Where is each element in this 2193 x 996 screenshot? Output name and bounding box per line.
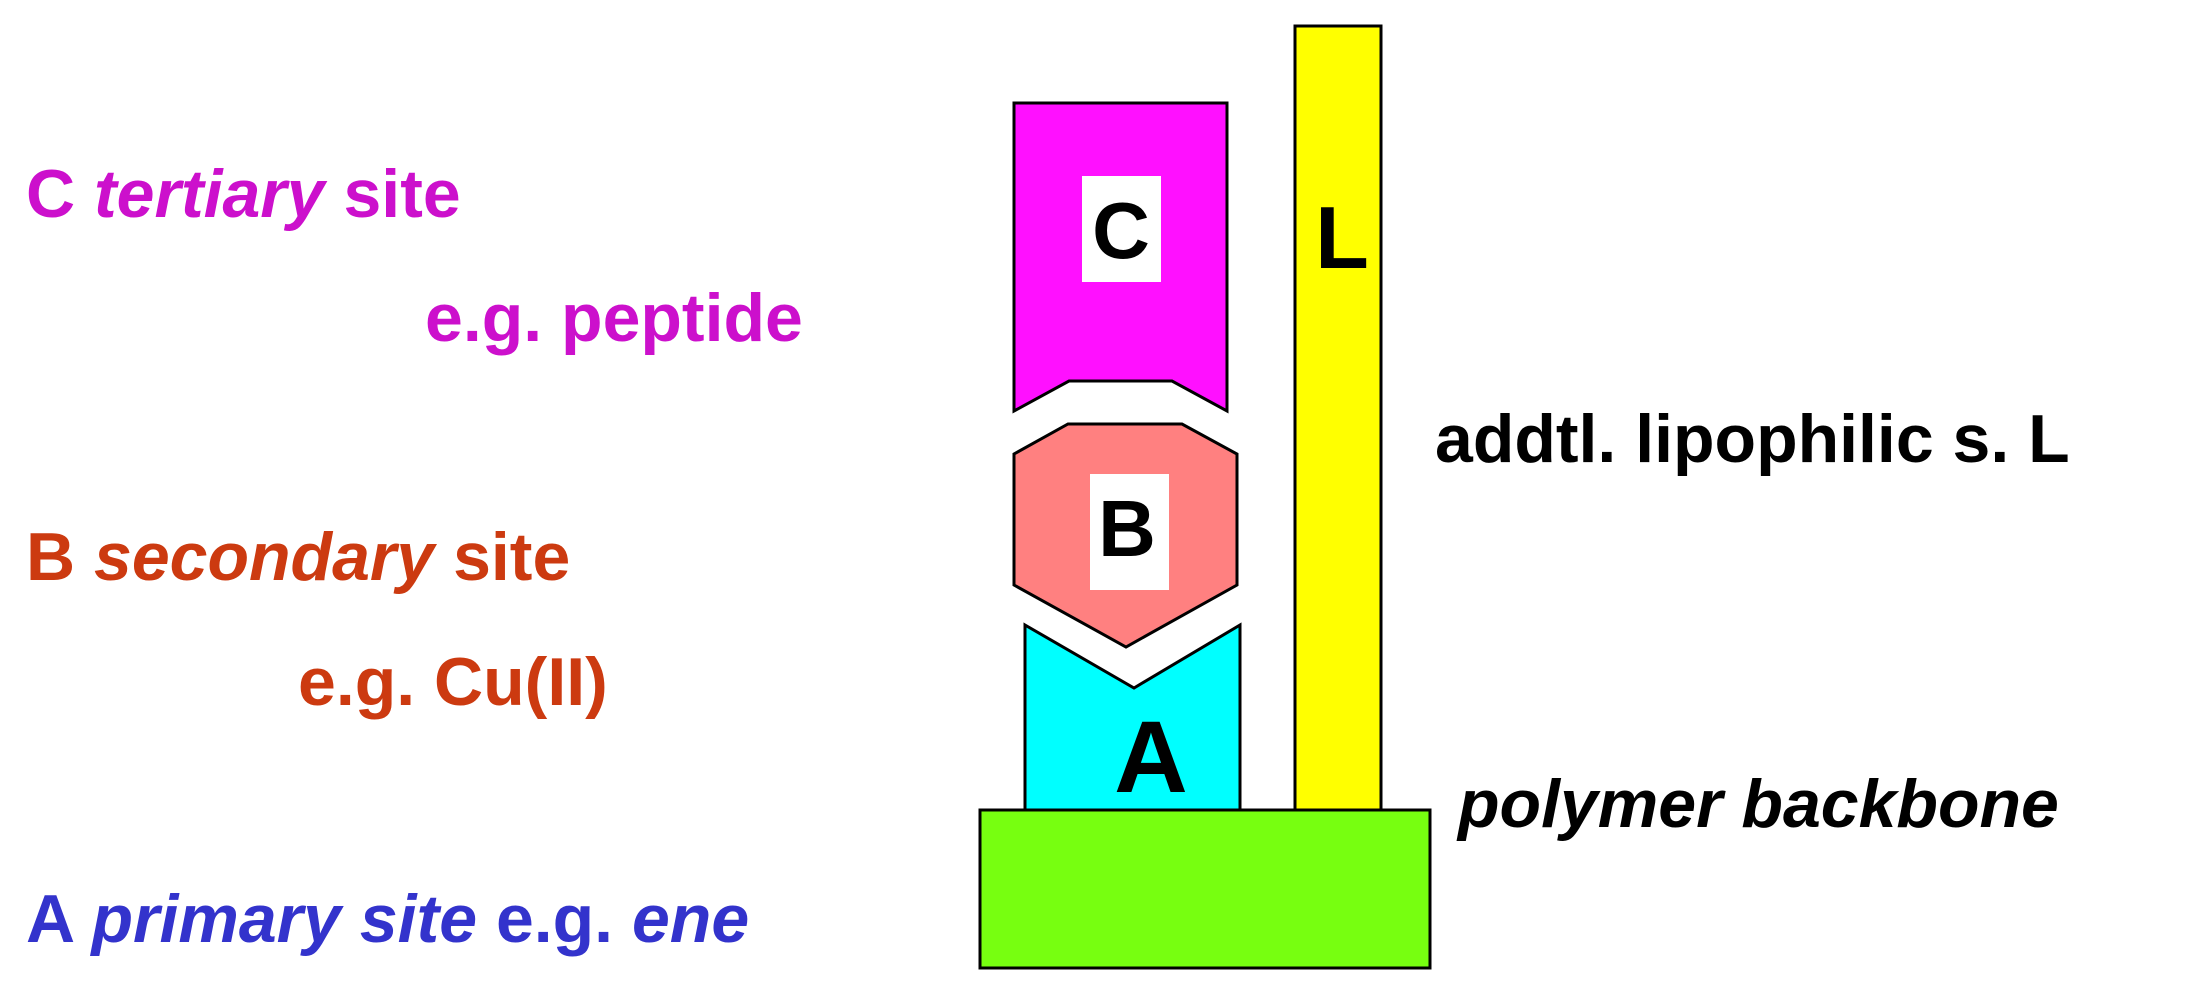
site-l-letter: L — [1315, 188, 1369, 287]
site-b-word: site — [453, 519, 571, 595]
backbone-label: polymer backbone — [1458, 770, 2059, 838]
site-a-shape — [1023, 622, 1242, 812]
lipophilic-site-label: addtl. lipophilic s. L — [1435, 401, 2070, 477]
site-c-name: tertiary — [94, 156, 325, 232]
site-c-letter: C — [26, 156, 76, 232]
polymer-backbone — [978, 808, 1432, 970]
site-b-shape-letter: B — [1098, 484, 1156, 573]
backbone-label-text: polymer backbone — [1458, 766, 2059, 842]
site-c-example: e.g. peptide — [425, 280, 803, 356]
site-a-letter: A — [26, 881, 73, 957]
site-l-bar — [1293, 24, 1383, 818]
site-a-eg: e.g. — [495, 881, 614, 957]
site-b-example: e.g. Cu(II) — [298, 644, 608, 720]
site-b-name: secondary — [94, 519, 435, 595]
site-a-title: A primary site e.g. ene — [26, 885, 749, 953]
site-c-letter-box — [1082, 176, 1161, 282]
site-c-word: site — [343, 156, 461, 232]
site-a-example: ene — [631, 881, 750, 957]
site-a-name: primary site — [91, 881, 478, 957]
site-c-shape-letter: C — [1092, 186, 1150, 275]
site-b-letter-box — [1090, 474, 1169, 590]
site-a-shape-letter: A — [1114, 700, 1188, 814]
site-b-title: B secondary site — [26, 523, 570, 591]
site-b-letter: B — [26, 519, 76, 595]
site-c-title: C tertiary site — [26, 160, 461, 228]
